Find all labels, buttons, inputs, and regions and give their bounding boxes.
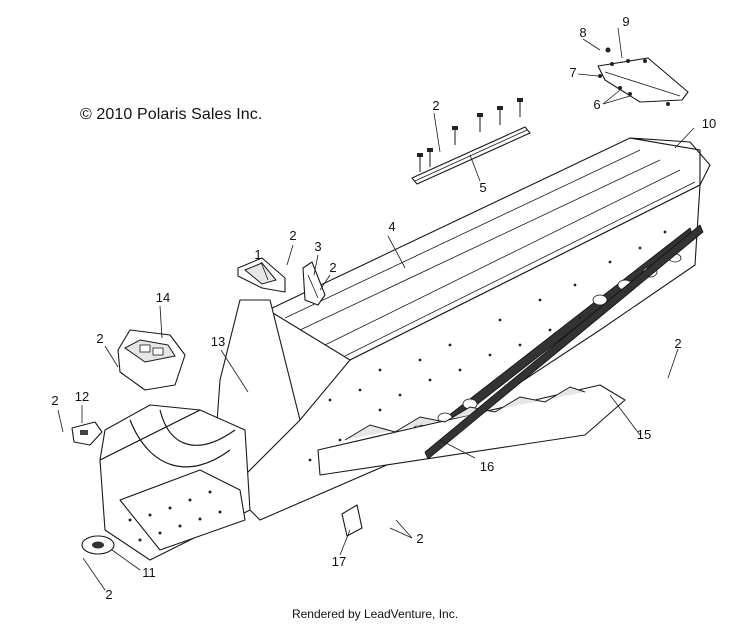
callout-1: 1 <box>254 247 261 262</box>
front-bulkhead <box>99 404 251 561</box>
callout-2: 2 <box>432 98 439 113</box>
callout-15: 15 <box>637 427 651 442</box>
callout-labels: 2 5 8 9 7 6 10 1 2 3 2 4 14 2 13 2 2 12 … <box>51 14 716 602</box>
bracket-part-3 <box>302 261 326 306</box>
rear-bracket-part-9 <box>597 47 689 106</box>
callout-2: 2 <box>105 587 112 602</box>
callout-7: 7 <box>569 65 576 80</box>
callout-2: 2 <box>51 393 58 408</box>
callout-2: 2 <box>674 336 681 351</box>
callout-2: 2 <box>96 331 103 346</box>
callout-17: 17 <box>332 554 346 569</box>
callout-8: 8 <box>579 25 586 40</box>
side-strip-part-16 <box>424 224 704 460</box>
callout-9: 9 <box>622 14 629 29</box>
callout-14: 14 <box>156 290 170 305</box>
bracket-part-14 <box>117 329 186 391</box>
cover-part-17 <box>341 504 363 537</box>
guard-plate-part-15 <box>317 384 626 476</box>
foot-pad-part-11 <box>81 535 115 555</box>
top-rail-part-5 <box>411 98 531 185</box>
callout-16: 16 <box>480 459 494 474</box>
clip-part-12 <box>71 421 103 446</box>
copyright-text: © 2010 Polaris Sales Inc. <box>80 106 263 123</box>
callout-12: 12 <box>75 389 89 404</box>
bracket-part-1 <box>237 257 286 293</box>
callout-2: 2 <box>289 228 296 243</box>
leader-lines <box>57 27 695 591</box>
callout-11: 11 <box>142 565 156 580</box>
callout-4: 4 <box>388 219 395 234</box>
chassis-tunnel <box>214 137 711 521</box>
callout-2: 2 <box>329 260 336 275</box>
callout-2: 2 <box>416 531 423 546</box>
callout-10: 10 <box>702 116 716 131</box>
footer-credit: Rendered by LeadVenture, Inc. <box>291 607 459 621</box>
callout-5: 5 <box>479 180 486 195</box>
callout-13: 13 <box>211 334 225 349</box>
callout-3: 3 <box>314 239 321 254</box>
callout-6: 6 <box>593 97 600 112</box>
